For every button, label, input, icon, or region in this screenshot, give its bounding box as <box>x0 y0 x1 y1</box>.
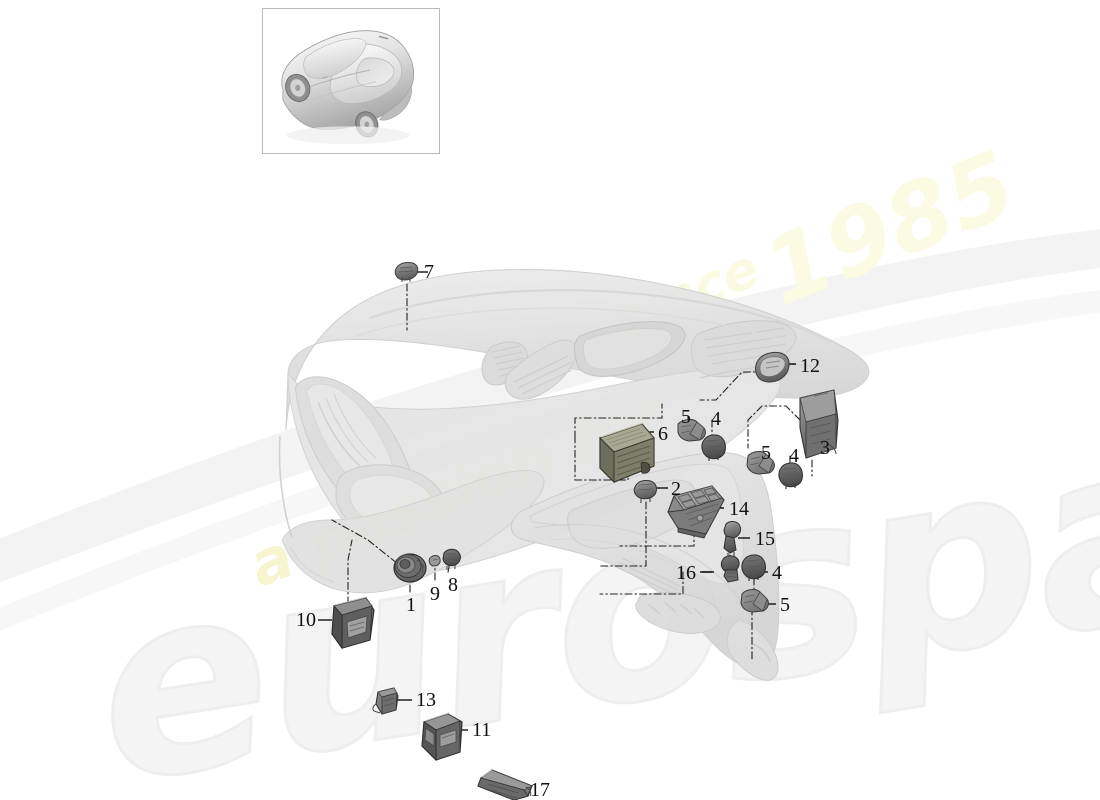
part-3-control-module[interactable] <box>799 389 839 459</box>
callout-13[interactable]: 13 <box>416 689 436 711</box>
callout-5b[interactable]: 5 <box>761 442 771 464</box>
part-7-button-cap[interactable] <box>394 262 419 282</box>
callout-4c[interactable]: 4 <box>772 562 782 584</box>
callout-4b[interactable]: 4 <box>789 445 799 467</box>
callout-5a[interactable]: 5 <box>681 406 691 428</box>
callout-10[interactable]: 10 <box>296 609 316 631</box>
part-9-retaining-ring[interactable] <box>428 555 441 567</box>
vehicle-thumbnail-image <box>281 30 414 145</box>
callout-8[interactable]: 8 <box>448 574 458 596</box>
callout-6[interactable]: 6 <box>658 423 668 445</box>
callout-15[interactable]: 15 <box>755 528 775 550</box>
part-1-rotary-knob[interactable] <box>393 553 427 583</box>
callout-14[interactable]: 14 <box>729 498 749 520</box>
callout-1[interactable]: 1 <box>406 594 416 616</box>
callout-5c[interactable]: 5 <box>780 594 790 616</box>
callout-2[interactable]: 2 <box>671 478 681 500</box>
callout-7[interactable]: 7 <box>424 261 434 283</box>
part-13-micro-switch[interactable] <box>372 687 399 715</box>
part-10-rocker-switch[interactable] <box>331 596 375 650</box>
callout-9[interactable]: 9 <box>430 583 440 605</box>
callout-12[interactable]: 12 <box>800 355 820 377</box>
callout-16[interactable]: 16 <box>676 562 696 584</box>
callout-4a[interactable]: 4 <box>711 408 721 430</box>
callout-11[interactable]: 11 <box>472 719 492 741</box>
callout-17[interactable]: 17 <box>530 779 550 800</box>
part-11-window-switch[interactable] <box>421 712 463 762</box>
callout-3[interactable]: 3 <box>820 437 830 459</box>
vehicle-thumbnail <box>262 8 440 154</box>
part-17-trim-strip-switch[interactable] <box>477 768 534 800</box>
